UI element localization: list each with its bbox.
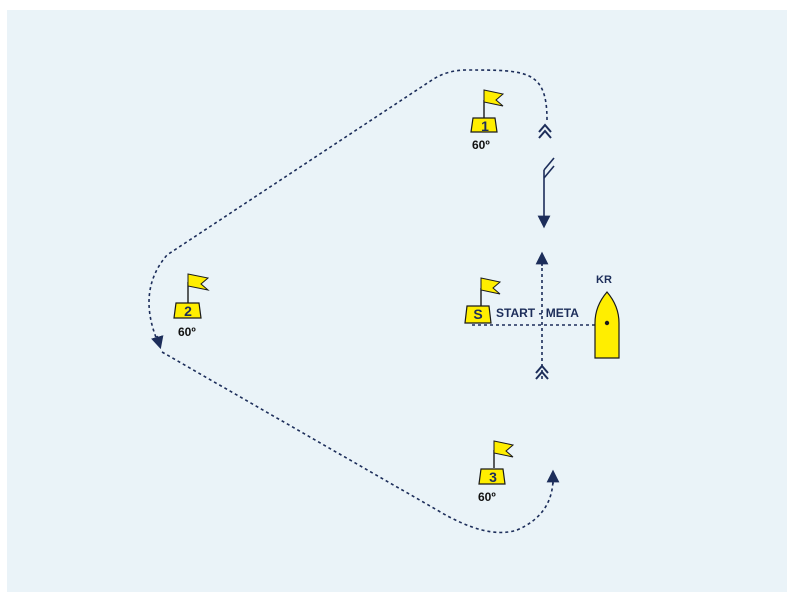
course-arrow-2	[151, 335, 164, 350]
mark-2-angle: 60º	[178, 325, 196, 339]
flag-icon	[483, 89, 505, 107]
mark-3-angle: 60º	[478, 490, 496, 504]
mark-2-buoy	[173, 273, 210, 319]
course-path-bottom	[161, 351, 554, 534]
flag-icon	[187, 273, 210, 291]
diagram-panel: 1 60º 2 60º 3 60º S START - META KR	[7, 10, 787, 592]
course-path-top	[148, 69, 548, 341]
mark-1-buoy	[470, 89, 505, 133]
mark-2-number: 2	[184, 303, 192, 319]
mark-1-angle: 60º	[472, 138, 490, 152]
mark-start-letter: S	[473, 306, 483, 322]
committee-boat-label: KR	[596, 274, 612, 286]
flag-icon	[493, 440, 515, 458]
mark-3-buoy	[478, 440, 515, 485]
flag-icon	[480, 277, 502, 295]
start-finish-label: START - META	[496, 306, 579, 320]
committee-boat-icon	[594, 291, 620, 359]
mark-3-number: 3	[489, 469, 497, 485]
mark-start-buoy	[464, 277, 502, 324]
wind-arrow-icon	[537, 157, 555, 229]
background	[7, 10, 787, 592]
double-chevron-up-icon	[535, 364, 549, 380]
course-diagram	[7, 10, 787, 592]
double-chevron-up-icon	[538, 123, 552, 139]
mark-1-number: 1	[481, 118, 489, 134]
